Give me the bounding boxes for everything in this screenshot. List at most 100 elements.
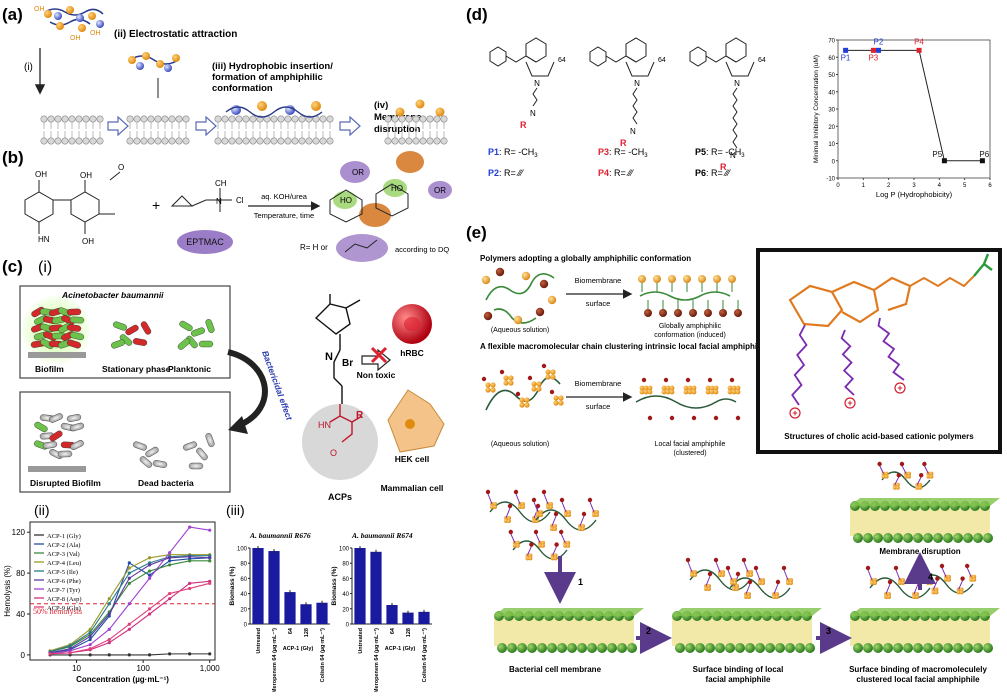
lipid-head [68, 115, 76, 123]
cationic-bead [735, 415, 741, 421]
cationic-arm [773, 583, 779, 595]
facial-amphiphile-bead [789, 578, 793, 582]
lipid-head [883, 533, 893, 543]
polymer-chain [225, 106, 323, 118]
facial-amphiphile-bead [550, 527, 554, 531]
x-tick-label: 1,000 [200, 664, 221, 673]
hydrophobic-bead [728, 275, 736, 283]
r-label: R [520, 120, 527, 130]
y-tick-label: 80 [240, 562, 247, 568]
x-category-label: Colistin 64 (µg·mL⁻¹) [319, 628, 326, 683]
facial-amphiphile-bead [735, 587, 739, 591]
lipid-head [312, 137, 320, 145]
planktonic-label: Planktonic [168, 364, 211, 374]
lipid-head [963, 533, 973, 543]
cationic-arm [687, 561, 693, 573]
modified-chitin-product [329, 151, 452, 227]
dead-bacterium-icon [145, 446, 159, 458]
point-label: P4 [914, 37, 924, 46]
lipid-head [82, 115, 90, 123]
lipid-head [426, 137, 434, 145]
p6-label: P6: R= ⁄⁄⁄ [695, 168, 731, 178]
bacterium-icon [186, 335, 198, 349]
polymer-chain [869, 577, 931, 599]
facial-amphiphile-bead [761, 578, 765, 582]
x-tick-label: 1 [862, 183, 866, 189]
facial-amphiphile-bead [553, 556, 558, 561]
lipid-head [391, 115, 399, 123]
cationic-bead [877, 461, 882, 467]
legend-entry: ACP-8 (Asp) [47, 596, 82, 603]
panel-label-a: (a) [2, 5, 23, 24]
cationic-bead [541, 489, 547, 495]
facial-amphiphile-bead [490, 387, 496, 393]
data-point [188, 652, 192, 656]
cationic-bead [922, 461, 927, 467]
facial-amphiphile-bead [566, 540, 571, 545]
facial-amphiphile-bead [735, 584, 739, 588]
y-tick-label: 20 [342, 607, 349, 613]
cationic-bead [549, 389, 555, 395]
data-point [107, 627, 111, 631]
bacterium-icon [66, 308, 82, 316]
step-iii-label: formation of amphiphilic [212, 72, 323, 83]
lipid-head [405, 137, 413, 145]
cationic-bead [896, 473, 901, 478]
facial-amphiphile-bead [789, 581, 793, 585]
cationic-bead [685, 557, 691, 563]
polymer-chain [535, 509, 597, 531]
cationic-arm [510, 533, 516, 544]
data-point [168, 597, 172, 601]
legend-entry: ACP-7 (Tyr) [47, 587, 80, 594]
repeat-subscript: 64 [658, 57, 666, 64]
data-point [188, 555, 192, 559]
facial-amphiphile-bead [581, 527, 585, 531]
lipid-head [923, 643, 933, 653]
panel-b: (b) OH OH O HN OH + CH N Cl EPTMAC [2, 148, 452, 262]
data-point [979, 158, 985, 164]
hn-label: HN [318, 420, 331, 430]
bicyclic-ring [525, 37, 547, 63]
facial-amphiphile-bead [503, 375, 509, 381]
cationic-bead [747, 579, 753, 585]
n-label: N [634, 79, 640, 88]
bar [402, 612, 414, 624]
lipid-head [963, 643, 973, 653]
legend-entry: ACP-9 (Glu) [47, 605, 81, 612]
side-group-bead [481, 275, 491, 285]
process-arrow-icon [107, 115, 129, 137]
step-4-label: 4 [928, 572, 933, 582]
hydrophobic-bead [698, 275, 706, 283]
facial-amphiphile-bead [915, 592, 919, 596]
positive-charge-icon [894, 382, 906, 394]
n-label: N [730, 151, 736, 160]
lipid-head [228, 115, 236, 123]
facial-amphiphile-bead [915, 485, 920, 490]
data-point [127, 653, 131, 657]
data-point [168, 551, 172, 555]
chitin-structure [24, 171, 121, 234]
data-point [208, 652, 212, 656]
lipid-head [412, 137, 420, 145]
cationic-arm [894, 476, 900, 486]
x-tick-label: 100 [136, 664, 150, 673]
cationic-arm [879, 465, 885, 474]
y-tick-label: 70 [828, 39, 835, 45]
facial-amphiphile-bead [683, 385, 689, 391]
substrate-bar [28, 352, 86, 358]
lipid-head [168, 115, 176, 123]
lipid-head [735, 643, 745, 653]
data-point [68, 651, 72, 655]
facial-amphiphile-bead [553, 527, 557, 531]
lipid-head [168, 137, 176, 145]
data-point [127, 576, 131, 580]
step-iv-label: disruption [374, 124, 421, 135]
cationic-arm [705, 575, 711, 587]
step-1-label: 1 [578, 577, 583, 587]
polymer-bead [311, 101, 321, 111]
bacterium-icon [198, 340, 214, 348]
bacterium-icon [66, 339, 82, 349]
facial-amphiphile-bead [727, 385, 733, 391]
lipid-head [433, 137, 441, 145]
data-point [941, 158, 947, 164]
